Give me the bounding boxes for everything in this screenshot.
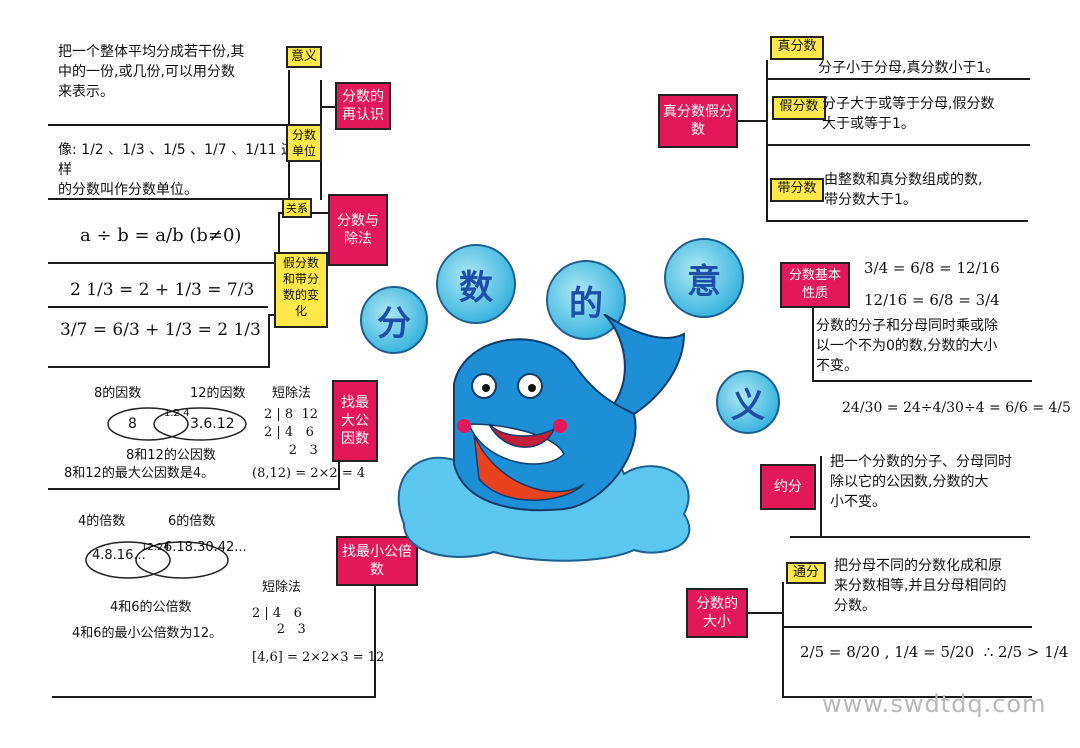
r4-text: 把分母不同的分数化成和原 来分数相等,并且分母相同的 分数。 (834, 558, 1007, 614)
r1-line-mixed (766, 220, 1028, 222)
s6-set-mid: 12.24 (141, 542, 170, 553)
s5-set-a: 8 (128, 416, 137, 432)
r4-eq: 2/5 = 8/20 , 1/4 = 5/20 ∴ 2/5 > 1/4 (800, 643, 1069, 661)
s5-venn (107, 407, 247, 441)
s5-conclusion: 8和12的最大公因数是4。 (64, 466, 215, 481)
s6-venn (85, 541, 229, 579)
s1-definition-text: 把一个整体平均分成若干份,其 中的一份,或几份,可以用分数 来表示。 (58, 44, 245, 100)
r3-vline (820, 456, 822, 536)
title-bubble-1: 分 (360, 286, 428, 354)
s3-red-tag: 分数与除法 (328, 194, 388, 266)
s6-set-a: 4.8.16... (92, 548, 146, 563)
title-bubble-2: 数 (436, 244, 516, 324)
r1-tag-improper: 假分数 (772, 96, 826, 120)
s5-common: 8和12的公因数 (126, 448, 216, 463)
s3-vline-top (278, 212, 284, 214)
title-bubble-3: 的 (546, 260, 626, 340)
s5-red-tag: 找最大公因数 (332, 380, 378, 462)
s6-result: [4,6] = 2×2×3 = 12 (252, 650, 385, 665)
s5-underline (48, 488, 338, 490)
s5-result: (8,12) = 2×2 = 4 (252, 466, 366, 481)
r4-tag-common-denominator: 通分 (786, 562, 826, 584)
s2-unit-text: 像: 1/2 、1/3 、1/5 、1/7 、1/11 这样 的分数叫作分数单位… (58, 142, 295, 198)
s5-label-a: 8的因数 (94, 386, 142, 401)
r1-text-improper: 分子大于或等于分母,假分数 大于或等于1。 (822, 96, 995, 132)
s5-div-row-2: 2 3 (264, 443, 318, 458)
r1-bracket (766, 60, 768, 220)
s4-tag-conversion: 假分数和带分数的变化 (274, 252, 328, 328)
r2-eq1: 3/4 = 6/8 = 12/16 (864, 259, 1000, 277)
r1-red-tag: 真分数假分数 (658, 94, 738, 148)
s3-underline (48, 262, 278, 264)
r2-eq3: 24/30 = 24÷4/30÷4 = 6/6 = 4/5 (842, 400, 1071, 416)
s6-red-tag: 找最小公倍数 (336, 536, 418, 586)
title-bubble-4: 意 (664, 238, 744, 318)
s4-vline (268, 314, 270, 368)
title-bubble-5: 义 (716, 370, 780, 434)
s3-formula: a ÷ b = a/b (b≠0) (80, 225, 242, 246)
r4-bracket (782, 582, 784, 698)
r2-underline (812, 380, 1032, 382)
s3-vline (278, 212, 280, 264)
r2-text: 分数的分子和分母同时乘或除 以一个不为0的数,分数的大小 不变。 (816, 318, 998, 374)
s1-underline (48, 124, 288, 126)
r2-vline (812, 308, 814, 380)
s6-underline (52, 696, 376, 698)
s2-vline (288, 162, 290, 200)
s1-tag-meaning: 意义 (286, 46, 322, 68)
r2-eq2: 12/16 = 6/8 = 3/4 (864, 291, 1000, 309)
s6-div-row-1: 2 3 (252, 622, 306, 637)
whale-illustration (397, 314, 691, 562)
r3-red-tag: 约分 (760, 464, 816, 510)
s5-label-b: 12的因数 (190, 386, 246, 401)
s1-red-tag: 分数的再认识 (335, 82, 391, 130)
r4-bottom-line (782, 696, 1032, 698)
s1-vline (288, 70, 290, 126)
s1-link (320, 106, 336, 108)
s2-underline (48, 198, 288, 200)
s2-tag-unit: 分数单位 (286, 124, 322, 162)
r2-red-tag: 分数基本性质 (780, 262, 850, 308)
r1-text-proper: 分子小于分母,真分数小于1。 (818, 60, 1000, 76)
r1-link (738, 120, 768, 122)
r1-tag-proper: 真分数 (770, 36, 824, 60)
s3-link (310, 212, 328, 214)
s4-underline1 (48, 306, 268, 308)
r1-text-mixed: 由整数和真分数组成的数, 带分数大于1。 (824, 172, 983, 208)
s6-label-b: 6的倍数 (168, 514, 216, 529)
s6-div-row-0: 2 | 4 6 (252, 606, 302, 621)
s5-set-b: 3.6.12 (190, 416, 235, 432)
s6-set-b: 6.18.30.42... (164, 540, 247, 555)
r3-underline (790, 536, 1030, 538)
s5-div-row-0: 2 | 8 12 (264, 407, 318, 422)
s3-tag-relation: 关系 (282, 198, 312, 218)
s4-underline2 (48, 366, 268, 368)
s6-common: 4和6的公倍数 (110, 600, 192, 615)
r4-red-tag: 分数的大小 (686, 588, 748, 638)
s6-vline (374, 586, 376, 698)
s5-div-row-1: 2 | 4 6 (264, 425, 314, 440)
r4-link (748, 612, 782, 614)
s4-eq2: 3/7 = 6/3 + 1/3 = 2 1/3 (60, 320, 261, 340)
r1-line-improper (766, 144, 1030, 146)
s4-vline-top (268, 314, 276, 316)
s5-vline (338, 462, 340, 490)
s6-conclusion: 4和6的最小公倍数为12。 (72, 626, 223, 641)
r1-tag-mixed: 带分数 (770, 178, 824, 202)
s6-label-a: 4的倍数 (78, 514, 126, 529)
watermark: www.swdtdq.com (822, 690, 1047, 718)
s5-method: 短除法 (272, 386, 312, 401)
r3-text: 把一个分数的分子、分母同时 除以它的公因数,分数的大 小不变。 (830, 454, 1012, 510)
s5-set-mid: 1.2.4 (164, 408, 190, 419)
r1-line-proper (766, 78, 1030, 80)
s6-method: 短除法 (262, 580, 302, 595)
r4-underline (782, 626, 1032, 628)
s4-eq1: 2 1/3 = 2 + 1/3 = 7/3 (70, 280, 255, 300)
